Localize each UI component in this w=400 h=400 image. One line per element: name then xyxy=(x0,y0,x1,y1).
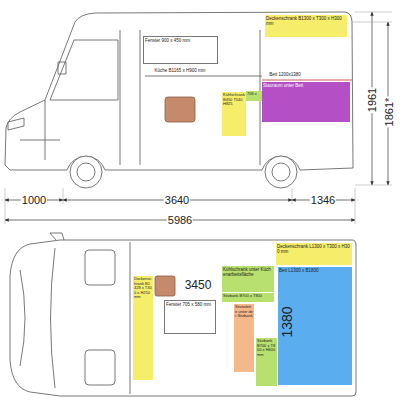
cab-window xyxy=(50,40,118,100)
dimension: 3450 xyxy=(184,279,213,292)
side-body-outline xyxy=(5,12,353,170)
bed-line xyxy=(262,80,352,81)
front-rim xyxy=(77,163,95,181)
bench-box: Sitzbank B700 x T800 xyxy=(222,293,274,302)
side-view xyxy=(5,12,353,188)
dimension: 1346 xyxy=(310,194,336,206)
bench-box: 706 x xyxy=(246,91,262,101)
kitchen-label: Küche B1165 x H900 mm xyxy=(154,69,207,74)
window-box: Fenster 900 x 450 mm xyxy=(143,36,218,64)
mirror xyxy=(58,62,66,74)
fridge-box: Kühlschrank B450 T540 H825 xyxy=(222,92,246,136)
hood-lines xyxy=(20,270,25,366)
top-body-outline xyxy=(10,240,356,396)
sink-square xyxy=(165,97,195,122)
sink-square xyxy=(155,276,175,296)
dimension: 1861* xyxy=(383,97,395,128)
bed-label: Bett 1200x1380 xyxy=(268,73,302,78)
front-wheel xyxy=(70,156,102,188)
bench-box: Sitzbank B700 x T800 x H600 mm xyxy=(256,338,277,386)
dimension: 1380 xyxy=(280,305,295,338)
extension-lines xyxy=(5,12,392,224)
dimension: 5986 xyxy=(167,214,193,226)
dimension: 1000 xyxy=(21,194,47,206)
node-text: Kühlschrank unter Küchenarbeitsfläche xyxy=(223,267,273,277)
cab-partition xyxy=(130,242,131,394)
door-lines xyxy=(20,30,260,165)
storage-band: Stauraum unter Bett xyxy=(262,82,350,122)
node-text: Sitzbank B700 x T800 x H600 mm xyxy=(257,339,276,357)
top-view xyxy=(10,233,356,396)
node-text: Sitztoilette unter der Sitzbank xyxy=(235,305,253,319)
node-text: Bett L1300 x B1800 xyxy=(279,268,351,273)
mirror xyxy=(50,233,64,240)
node-text: Fenster 705 x 580 mm xyxy=(166,302,214,307)
fridge-box: Kühlschrank unter Küchenarbeitsfläche xyxy=(222,266,274,292)
node-text: Deckenschrank B1428 x T300 x H250 mm xyxy=(134,277,152,300)
node-text: Deckenschrank B1300 x T300 x H300 mm xyxy=(266,16,346,26)
node-text: 706 x xyxy=(247,92,261,97)
node-text: Fenster 900 x 450 mm xyxy=(145,38,216,43)
wall-cabinet: Deckenschrank B1300 x T300 x H300 mm xyxy=(265,15,347,37)
dimension: 1961 xyxy=(366,87,378,113)
dimensions xyxy=(5,12,392,224)
node-text: Sitzbank B700 x T800 xyxy=(223,294,273,299)
node-text: Deckenschrank L1300 x T300 x H300 mm xyxy=(277,244,351,254)
headlight xyxy=(8,118,24,130)
rear-wheel xyxy=(265,156,297,188)
driver-seat xyxy=(85,250,115,285)
node-text: Stauraum unter Bett xyxy=(263,83,349,88)
dimension: 3640 xyxy=(164,194,190,206)
rear-rim xyxy=(272,163,290,181)
wall-cabinet: Deckenschrank L1300 x T300 x H300 mm xyxy=(276,243,352,265)
wall-cabinet: Deckenschrank B1428 x T300 x H250 mm xyxy=(133,276,153,380)
toilet-box: Sitztoilette unter der Sitzbank xyxy=(234,304,254,372)
window-box: Fenster 705 x 580 mm xyxy=(164,300,216,334)
windshield xyxy=(51,248,56,388)
node-text: Kühlschrank B450 T540 H825 xyxy=(223,93,245,107)
passenger-seat xyxy=(85,350,115,385)
kitchen-line xyxy=(145,76,262,77)
